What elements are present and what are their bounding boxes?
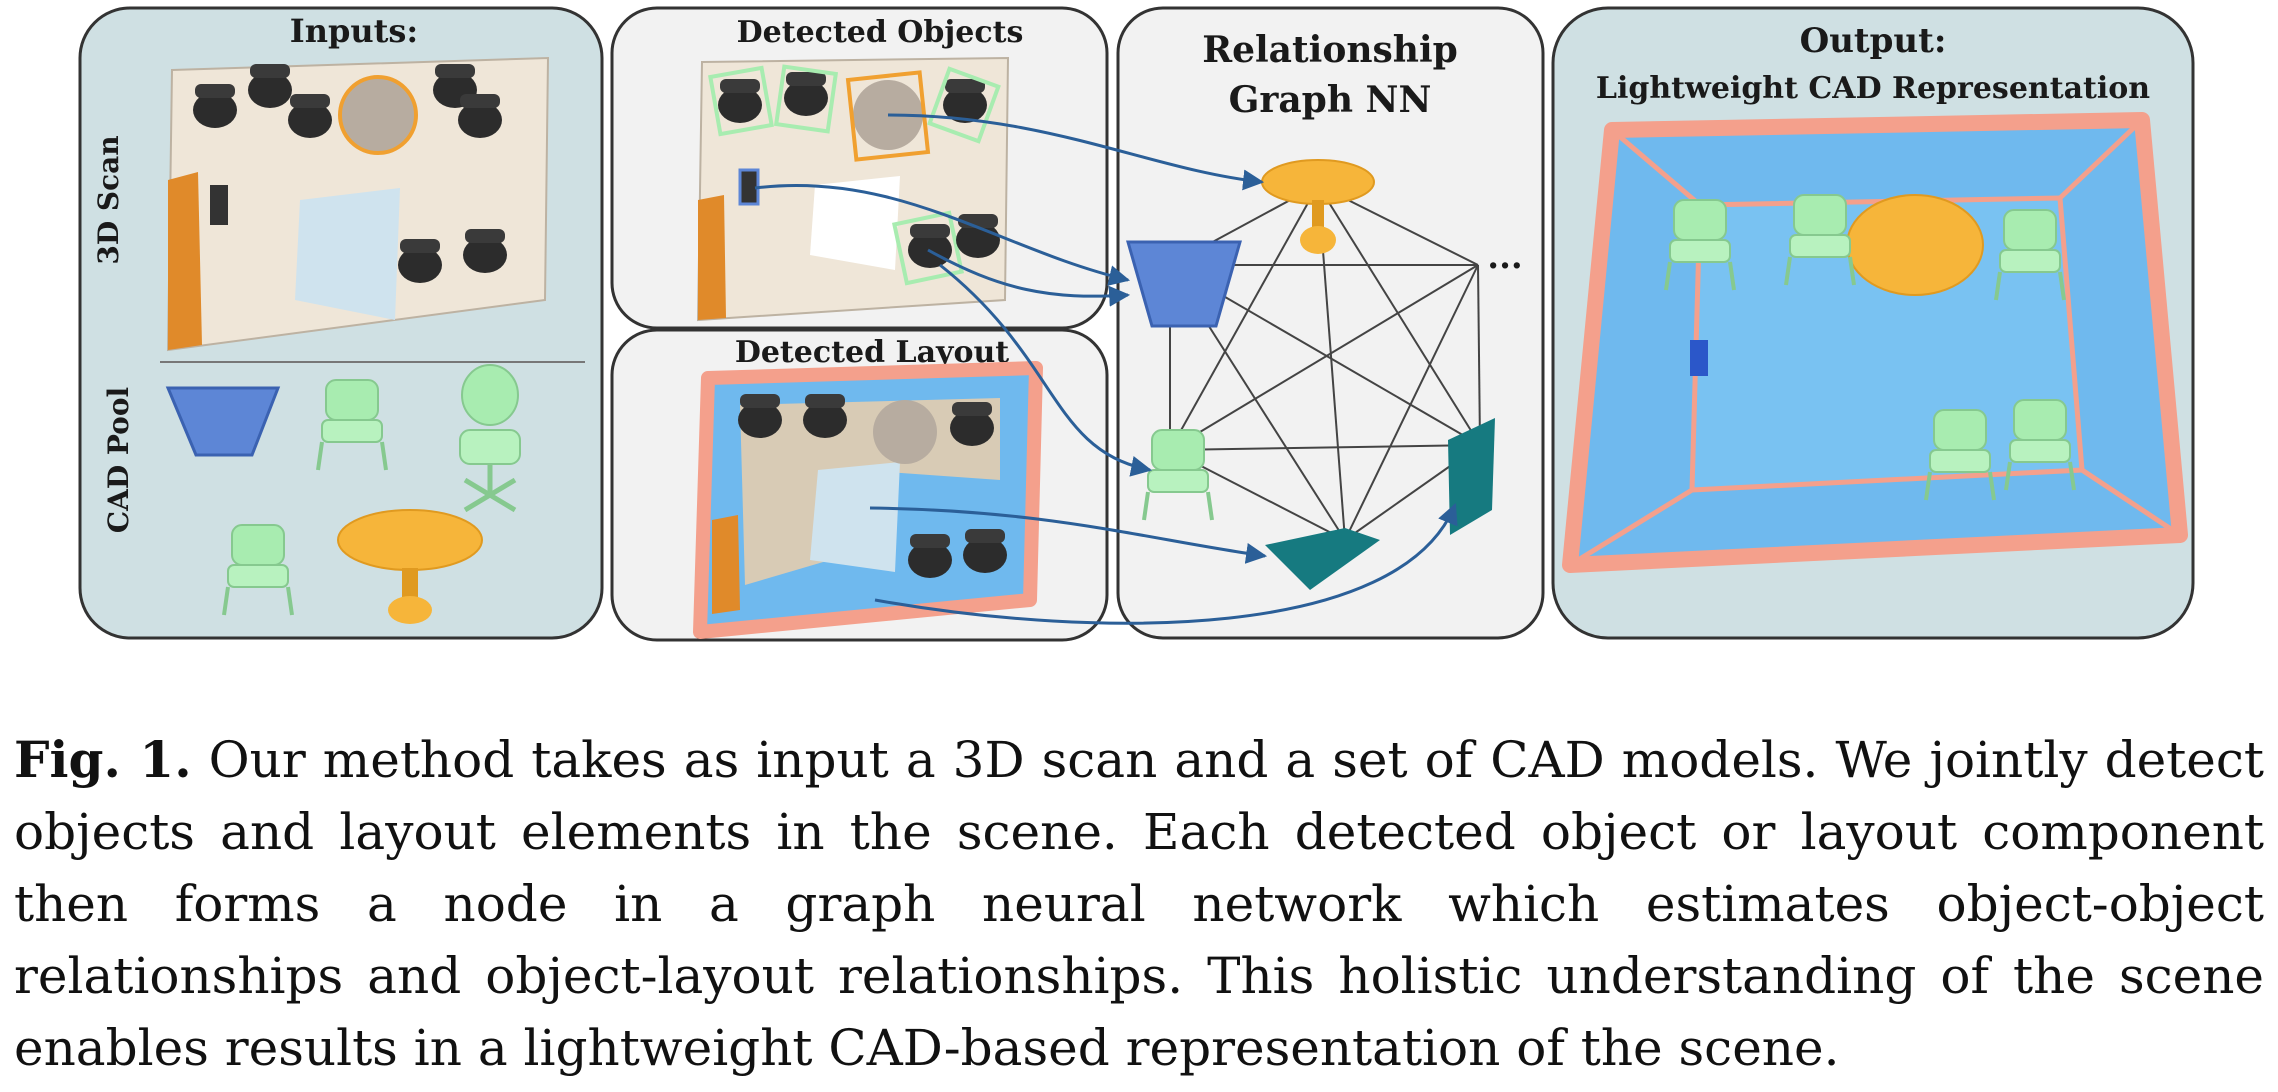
detected-objects-panel: Detected Objects bbox=[610, 6, 1109, 330]
node-trash-bin bbox=[1126, 240, 1242, 328]
scan-image bbox=[166, 56, 550, 352]
relationship-title-line2: Graph NN bbox=[1229, 79, 1432, 121]
flow-arrows bbox=[754, 113, 1458, 625]
method-figure: Inputs: 3D Scan CAD Pool bbox=[78, 6, 2195, 642]
inputs-panel: Inputs: 3D Scan CAD Pool bbox=[78, 6, 604, 640]
cad-pool-label: CAD Pool bbox=[102, 387, 135, 533]
output-title-line1: Output: bbox=[1800, 21, 1947, 61]
office-chair-model bbox=[459, 364, 521, 513]
relationship-graph-panel: Relationship Graph NN ... bbox=[1116, 6, 1545, 640]
table-model bbox=[337, 509, 483, 624]
cad-pool-models bbox=[165, 364, 521, 624]
scan-label: 3D Scan bbox=[92, 135, 125, 264]
detected-layout-panel: Detected Layout bbox=[610, 328, 1109, 642]
output-title-line2: Lightweight CAD Representation bbox=[1596, 71, 2150, 106]
node-wall bbox=[1448, 418, 1495, 535]
trash-bin-model bbox=[165, 386, 281, 457]
caption-label: Fig. 1. bbox=[14, 730, 192, 789]
node-floor bbox=[1265, 528, 1380, 590]
relationship-title-line1: Relationship bbox=[1202, 29, 1458, 71]
figure-caption: Fig. 1. Our method takes as input a 3D s… bbox=[14, 724, 2264, 1084]
graph-ellipsis: ... bbox=[1487, 237, 1523, 277]
caption-text: Our method takes as input a 3D scan and … bbox=[14, 731, 2264, 1077]
output-panel: Output: Lightweight CAD Representation bbox=[1551, 6, 2195, 640]
detected-layout-image bbox=[693, 361, 1043, 639]
detected-objects-title: Detected Objects bbox=[737, 15, 1024, 50]
inputs-title: Inputs: bbox=[290, 12, 418, 50]
output-room bbox=[1562, 112, 2188, 573]
